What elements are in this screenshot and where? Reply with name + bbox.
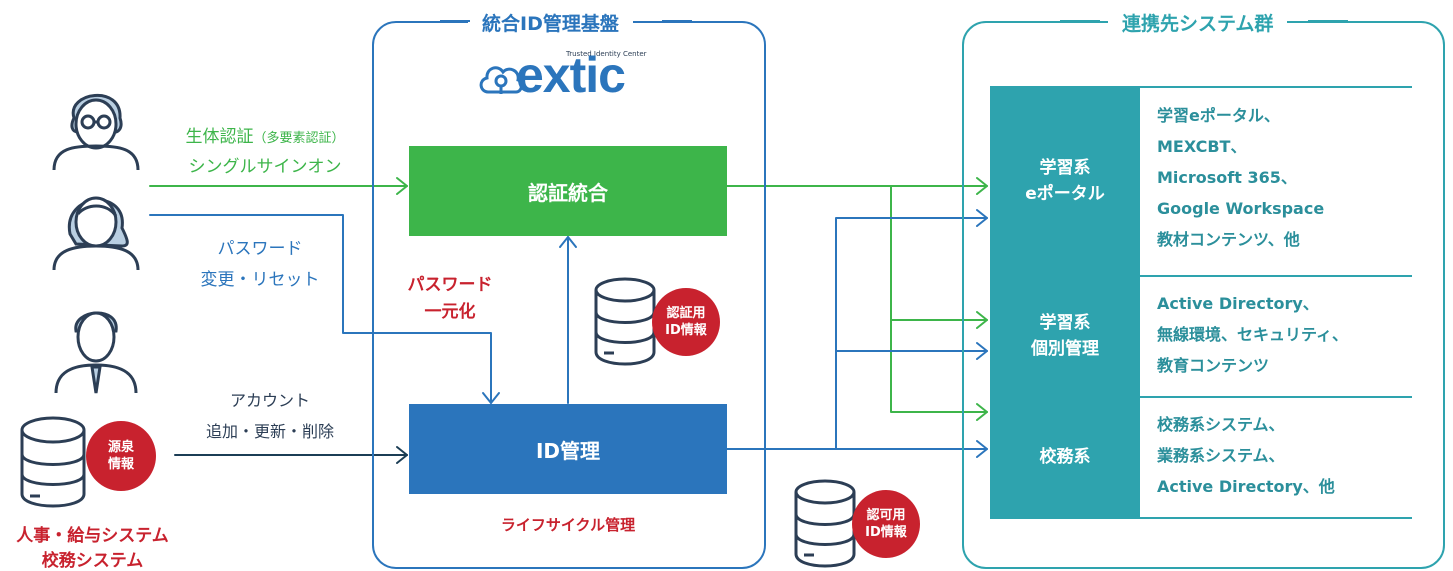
idp-panel-title: 統合ID管理基盤 xyxy=(468,9,633,36)
system-school-affairs: 校務系 xyxy=(990,397,1140,517)
user-man-tie-icon xyxy=(54,311,138,394)
source-caption-2: 校務システム xyxy=(41,551,144,571)
password-reset-label-2: 変更・リセット xyxy=(200,270,320,290)
id-to-systems-arrow xyxy=(726,217,988,450)
target-panel-title: 連携先システム群 xyxy=(1108,9,1288,36)
biometric-auth-label: 生体認証（多要素認証） xyxy=(185,127,345,147)
auth-to-systems-arrow xyxy=(726,185,988,413)
authz-database-icon xyxy=(794,479,856,568)
system-school-affairs-desc: 校務系システム、 業務系システム、 Active Directory、他 xyxy=(1157,415,1335,496)
auth-integration-box: 認証統合 xyxy=(409,146,727,236)
sso-label: シングルサインオン xyxy=(188,157,342,177)
password-reset-arrow xyxy=(149,214,492,404)
source-database-icon xyxy=(20,416,86,508)
extic-logo: Trusted Identity Center extic xyxy=(478,47,658,104)
user-with-glasses-icon xyxy=(52,93,140,170)
system-learning-individual-desc: Active Directory、 無線環境、セキュリティ、 教育コンテンツ xyxy=(1157,294,1349,375)
source-caption-1: 人事・給与システム xyxy=(16,526,169,546)
auth-database-icon xyxy=(594,277,656,366)
password-unify-label-1: パスワード xyxy=(407,275,493,295)
system-learning-individual: 学習系個別管理 xyxy=(990,276,1140,396)
password-reset-label-1: パスワード xyxy=(217,239,303,259)
user-woman-icon xyxy=(52,196,140,270)
lifecycle-label: ライフサイクル管理 xyxy=(500,516,636,534)
logo-text: extic xyxy=(516,47,626,103)
cloud-key-icon xyxy=(479,66,524,94)
id-management-box: ID管理 xyxy=(409,404,727,494)
account-label-1: アカウント xyxy=(229,391,310,410)
logo-tagline: Trusted Identity Center xyxy=(566,50,647,58)
account-label-2: 追加・更新・削除 xyxy=(205,422,334,441)
password-unify-label-2: 一元化 xyxy=(424,302,476,322)
system-learning-portal-desc: 学習eポータル、 MEXCBT、 Microsoft 365、 Google W… xyxy=(1157,106,1325,249)
source-info-badge: 源泉情報 xyxy=(86,421,156,491)
